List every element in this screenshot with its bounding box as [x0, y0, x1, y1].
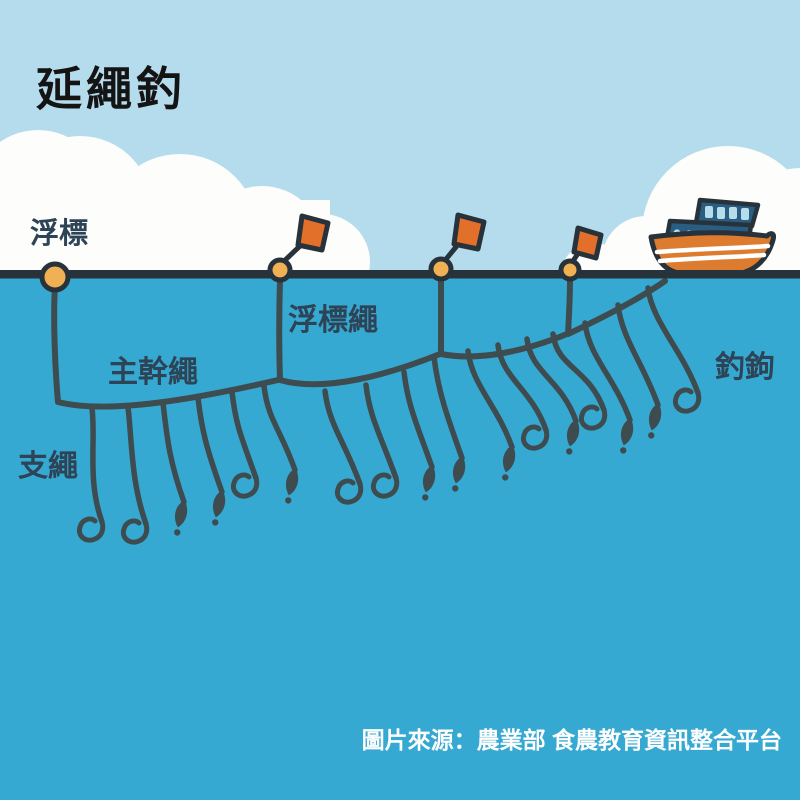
- hook-icon: [76, 516, 106, 543]
- branch-line: [261, 383, 298, 473]
- flag-icon: [571, 225, 604, 261]
- branch-line: [524, 336, 579, 424]
- branch-line: [195, 395, 225, 495]
- flag-icon: [295, 213, 331, 253]
- hook-icon: [578, 404, 608, 431]
- branch-line: [465, 348, 515, 450]
- buoys-group: [39, 212, 604, 293]
- branch-line: [160, 400, 187, 505]
- branch-line: [495, 342, 549, 433]
- rigging-lines: [51, 276, 702, 545]
- main-line-rope: [276, 278, 283, 383]
- branch-line: [582, 320, 633, 423]
- branch-line: [89, 405, 105, 525]
- label-buoy: 浮標: [30, 218, 89, 250]
- label-branch-line: 支繩: [18, 450, 78, 483]
- buoy-icon: [39, 261, 71, 293]
- hook-icon: [120, 518, 150, 545]
- buoy-icon: [428, 256, 454, 282]
- main-line-rope: [565, 277, 573, 337]
- hook-icon: [334, 478, 364, 505]
- label-hook: 釣鉤: [715, 351, 775, 384]
- baited-hook-icon: [285, 468, 299, 504]
- branch-line: [615, 302, 661, 408]
- flag-icon: [451, 212, 487, 252]
- baited-hook-icon: [174, 500, 188, 536]
- main-line-rope: [277, 351, 443, 388]
- baited-hook-icon: [452, 456, 466, 492]
- branch-line: [363, 382, 399, 481]
- sea-background: [0, 277, 800, 800]
- baited-hook-icon: [212, 490, 226, 526]
- water-surface-line: [0, 270, 800, 279]
- baited-hook-icon: [502, 445, 516, 481]
- branch-line: [550, 331, 607, 413]
- main-line-rope: [55, 377, 281, 410]
- hook-icon: [520, 424, 550, 451]
- baited-hook-icon: [422, 465, 436, 501]
- buoy-icon: [558, 258, 582, 282]
- baited-hook-icon: [648, 403, 662, 439]
- hook-icon: [230, 472, 260, 499]
- buoy-icon: [267, 257, 293, 283]
- branch-line: [125, 404, 149, 527]
- hook-icon: [672, 387, 702, 414]
- baited-hook-icon: [620, 418, 634, 454]
- main-line-rope: [51, 281, 61, 405]
- hook-icon: [370, 472, 400, 499]
- branch-line: [229, 389, 259, 481]
- baited-hook-icon: [566, 419, 580, 455]
- branch-line: [401, 369, 435, 470]
- label-buoy-rope: 浮標繩: [288, 304, 378, 337]
- branch-line: [645, 285, 701, 396]
- label-main-line: 主幹繩: [108, 356, 198, 389]
- page-title: 延繩釣: [36, 63, 186, 115]
- branch-line: [431, 354, 465, 461]
- source-credit: 圖片來源：農業部 食農教育資訊整合平台: [361, 727, 782, 753]
- branch-line: [322, 388, 363, 487]
